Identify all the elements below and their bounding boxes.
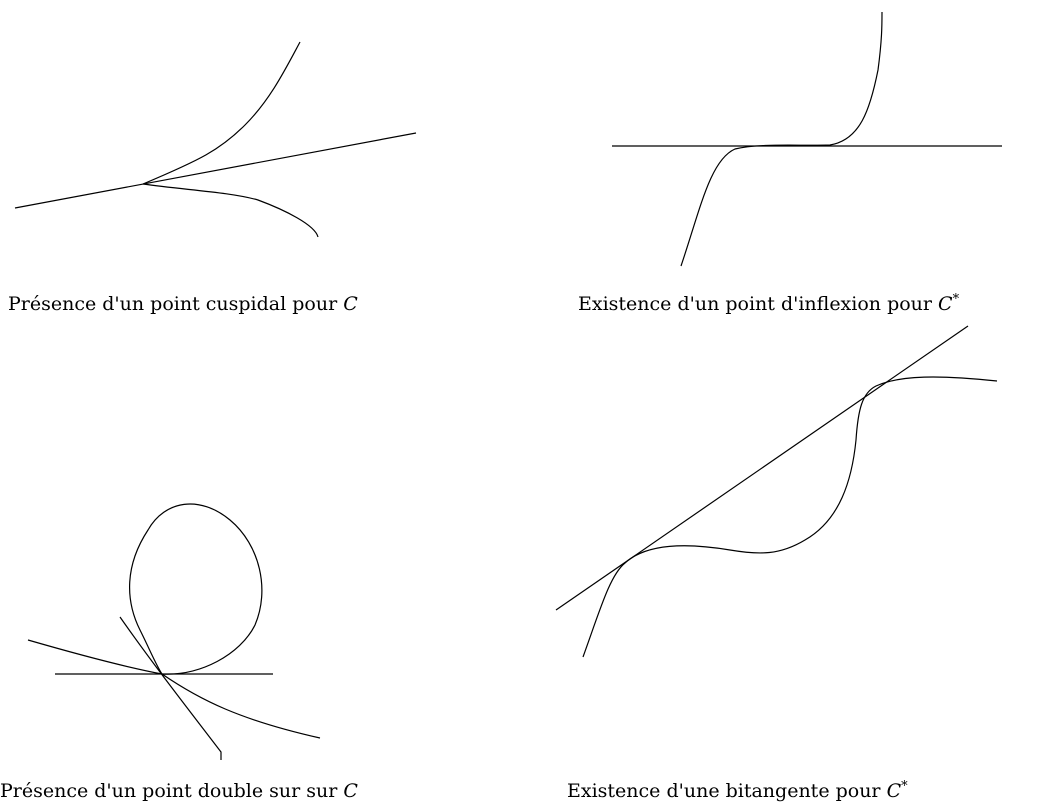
cusp-lower-branch [142,183,319,238]
panel-double-point [27,503,321,760]
panel-cusp [14,41,417,238]
bitangent-line [555,325,969,611]
double-point-steep-line [119,616,222,760]
cusp-upper-branch [142,41,301,185]
caption-cusp: Présence d'un point cuspidal pour C [8,293,358,315]
cusp-tangent-line [14,132,417,209]
panel-inflexion [612,11,1002,267]
inflexion-curve [680,11,883,267]
panel-bitangent [555,325,998,658]
bitangent-curve [582,376,998,658]
caption-inflexion: Existence d'un point d'inflexion pour C* [578,292,960,316]
double-point-loop [128,503,263,675]
caption-bitangent: Existence d'une bitangente pour C* [567,779,908,803]
caption-double-point: Présence d'un point double sur sur C [0,780,358,802]
double-point-crossing-branch [27,639,321,739]
